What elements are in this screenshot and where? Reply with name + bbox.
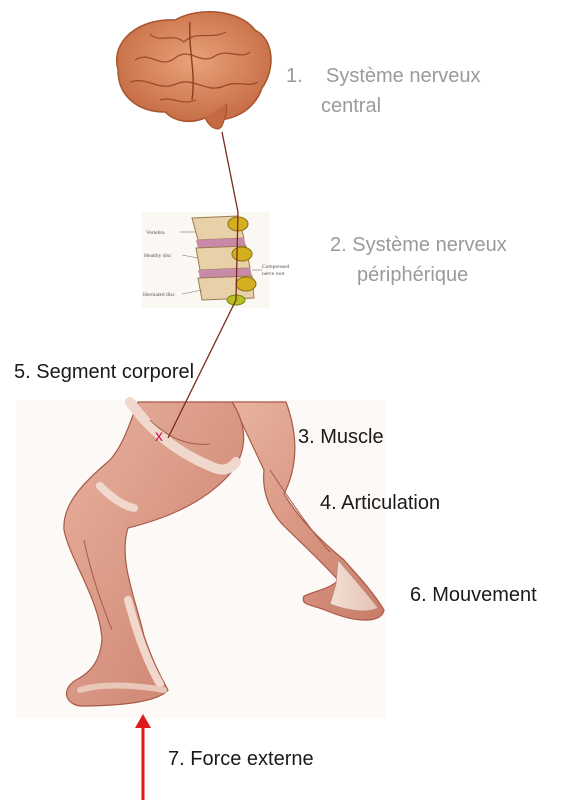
- label-joint: 4. Articulation: [320, 489, 440, 517]
- spine-label-nerve-root: nerve root: [262, 271, 285, 277]
- muscle-marker: x: [155, 428, 163, 445]
- spine-label-compressed: Compressed: [262, 264, 289, 270]
- brain-illustration: [117, 12, 271, 129]
- label-cns-number: 1.: [286, 62, 303, 90]
- label-body-segment: 5. Segment corporel: [14, 358, 194, 386]
- external-force-arrow: [135, 714, 151, 800]
- label-movement: 6. Mouvement: [410, 581, 537, 609]
- label-cns-line2: central: [321, 92, 381, 120]
- label-cns-line1: Système nerveux: [326, 62, 481, 90]
- label-external-force: 7. Force externe: [168, 745, 314, 773]
- spine-label-vertebra: Vertebra: [146, 230, 165, 236]
- label-pns-line2: périphérique: [357, 261, 468, 289]
- label-pns-line1: 2. Système nerveux: [330, 231, 507, 259]
- spine-illustration: Vertebra Healthy disc Herniated disc Com…: [142, 212, 289, 308]
- spine-label-healthy-disc: Healthy disc: [144, 253, 172, 259]
- spine-label-herniated-disc: Herniated disc: [143, 292, 175, 298]
- label-muscle: 3. Muscle: [298, 423, 384, 451]
